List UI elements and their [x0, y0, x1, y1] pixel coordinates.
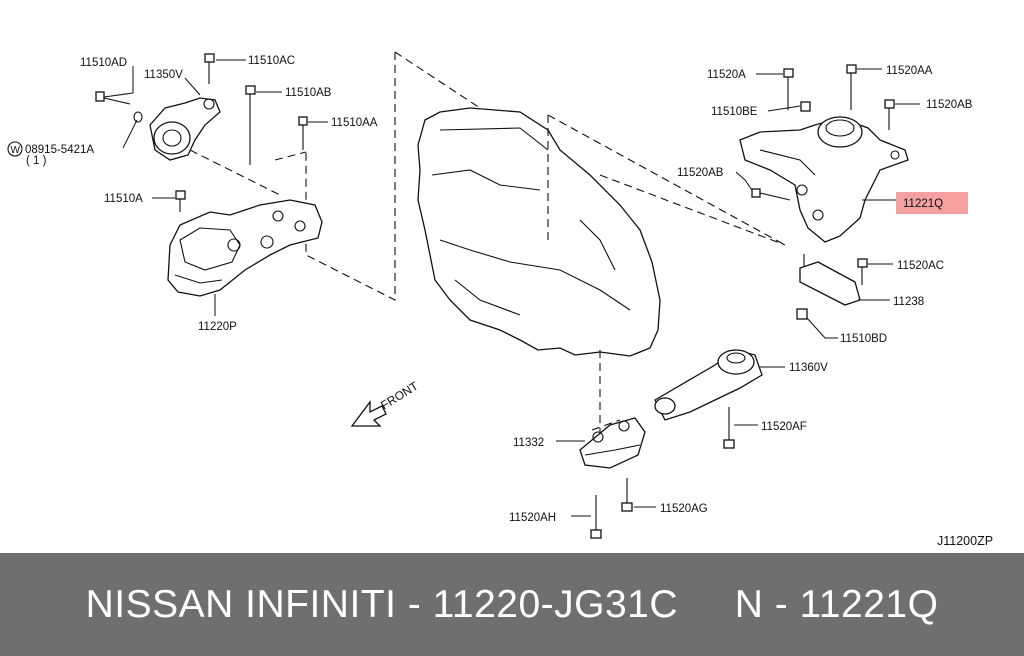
label-11332: 11332: [513, 437, 544, 449]
bolts-right: [751, 64, 895, 320]
dashed-guides: [189, 51, 786, 440]
label-11510AC: 11510AC: [248, 55, 295, 67]
footer-banner: NISSAN INFINITI - 11220-JG31C N - 11221Q: [0, 553, 1024, 656]
label-11520AB: 11520AB: [926, 99, 973, 111]
washer-symbol-letter: W: [11, 145, 21, 156]
label-11510AA: 11510AA: [331, 117, 378, 129]
leader-lines: [103, 59, 920, 517]
bushing-11350V: [149, 97, 221, 161]
label-11520AF: 11520AF: [761, 421, 807, 433]
diagram-code: J11200ZP: [937, 534, 993, 548]
label-11350V: 11350V: [144, 69, 183, 81]
bolts-bottom: [590, 407, 735, 539]
label-11520AH: 11520AH: [509, 512, 556, 524]
label-11510BE: 11510BE: [711, 106, 758, 118]
label-11510AB: 11510AB: [285, 87, 332, 99]
front-arrow: [350, 400, 387, 427]
label-11510AD: 11510AD: [80, 57, 127, 69]
engine-outline: [417, 107, 661, 357]
highlight-11221Q: [896, 192, 968, 214]
washer-symbol: W: [7, 141, 23, 157]
footer-part-numbers: NISSAN INFINITI - 11220-JG31C N - 11221Q: [85, 582, 939, 626]
label-11238: 11238: [893, 296, 924, 308]
label-11220P: 11220P: [198, 321, 237, 333]
label-11360V: 11360V: [789, 362, 828, 374]
label-11520A: 11520A: [707, 69, 746, 81]
label-front: FRONT: [378, 378, 421, 412]
mount-11220P: [167, 199, 323, 297]
bracket-11332: [579, 417, 646, 469]
mount-11221Q: [739, 116, 909, 243]
label-11520AB-lower: 11520AB: [677, 167, 724, 179]
label-11221Q: 11221Q: [903, 198, 943, 210]
callout-labels: 11510AD 11350V 11510AC 11510AB 11510AA 0…: [25, 55, 993, 548]
bolts-left: [95, 53, 308, 212]
label-11520AG: 11520AG: [660, 503, 708, 515]
bracket-11238: [799, 254, 861, 306]
torque-rod-11360V: [654, 349, 763, 421]
label-washer-qty: ( 1 ): [26, 155, 47, 167]
label-11520AC: 11520AC: [897, 260, 944, 272]
parts-diagram: W 11510AD 11350V 11510AC 11510AB 11510AA…: [7, 51, 993, 548]
label-11520AA: 11520AA: [886, 65, 933, 77]
label-11510A: 11510A: [104, 193, 143, 205]
label-11510BD: 11510BD: [840, 333, 887, 345]
label-washer-part: 08915-5421A: [25, 144, 94, 156]
